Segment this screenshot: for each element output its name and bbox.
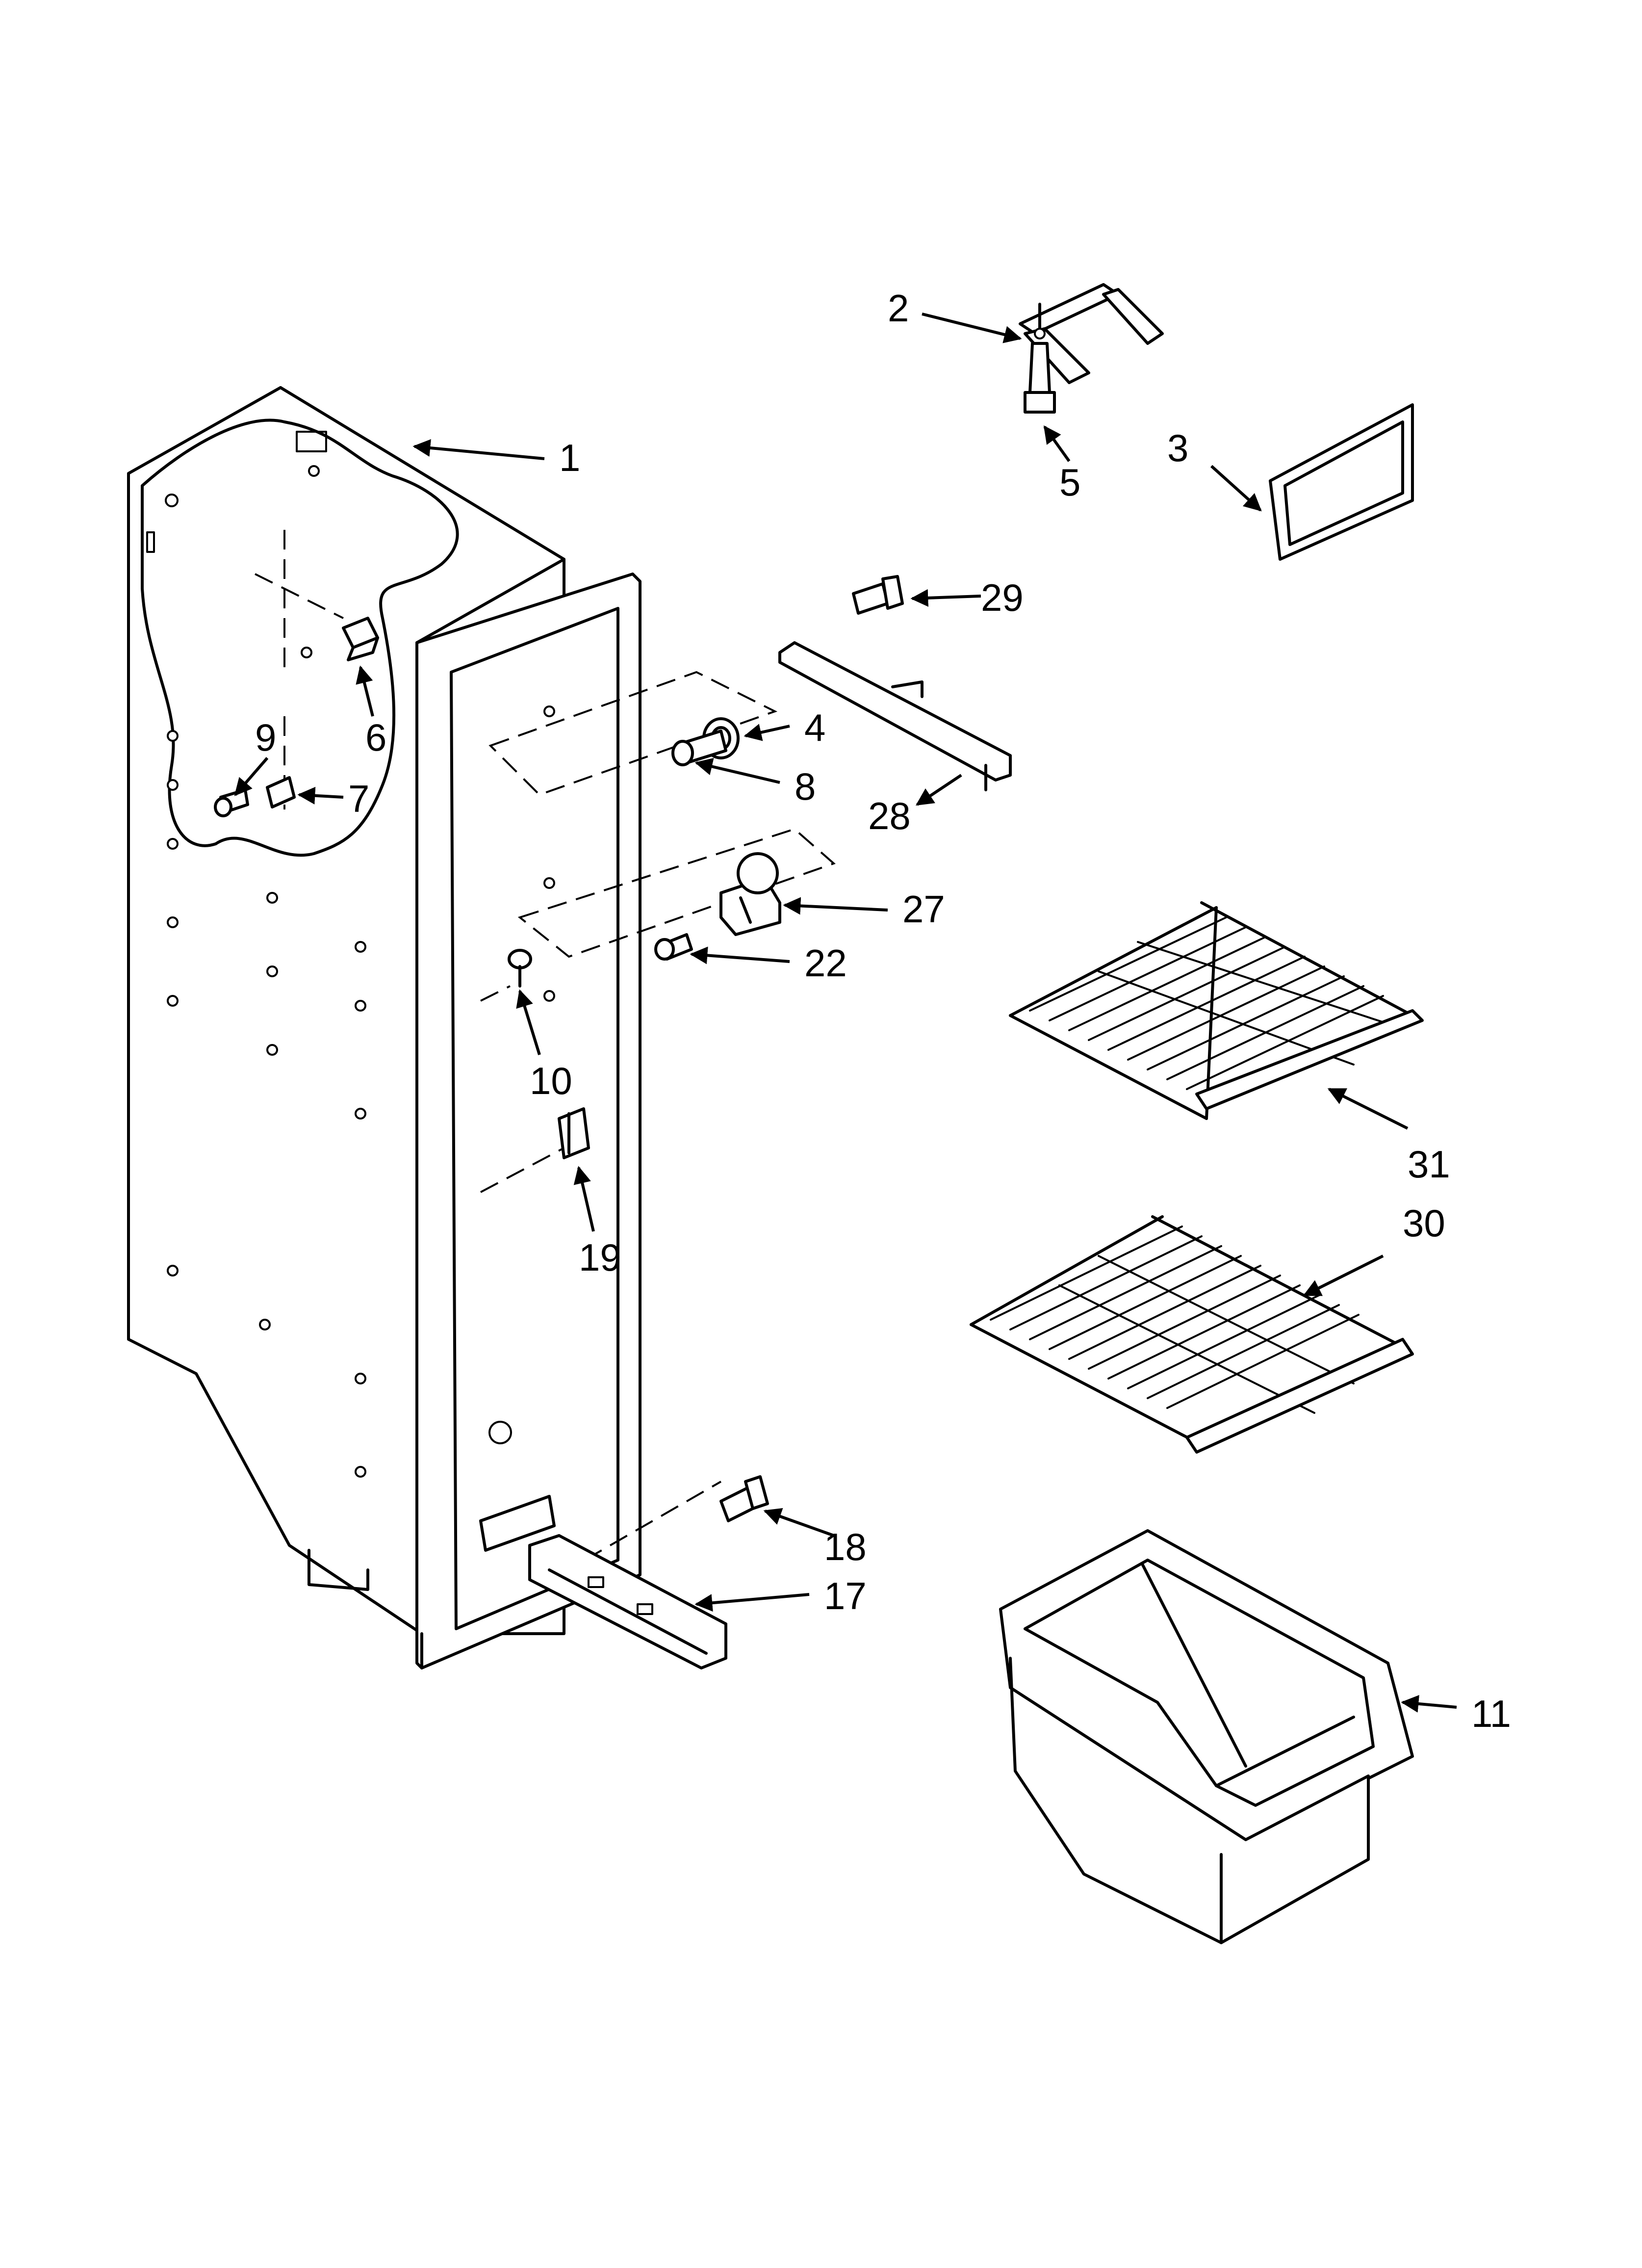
callout-27: 27 (902, 887, 945, 931)
callout-30: 30 (1403, 1201, 1445, 1245)
pin-part-10 (508, 949, 532, 988)
callout-2: 2 (888, 287, 909, 330)
callout-4: 4 (804, 706, 825, 749)
callout-6: 6 (365, 716, 386, 759)
clip-part-7-9 (214, 776, 296, 817)
callout-8: 8 (795, 765, 816, 808)
callout-19: 19 (579, 1236, 621, 1279)
screw-part-5 (1024, 342, 1056, 414)
callout-5: 5 (1059, 461, 1080, 504)
leader-lines (234, 313, 1457, 1713)
callout-1: 1 (559, 436, 580, 479)
callout-17: 17 (824, 1574, 867, 1617)
rail-part-28 (778, 641, 1012, 791)
screw-part-22 (654, 933, 693, 961)
cabinet-liner (127, 386, 836, 1669)
callout-29: 29 (981, 576, 1024, 619)
switch-part-19 (558, 1107, 590, 1159)
clip-part-6 (342, 617, 379, 661)
callout-11: 11 (1471, 1692, 1511, 1735)
callout-22: 22 (804, 941, 847, 985)
callout-18: 18 (824, 1525, 867, 1568)
callout-7: 7 (348, 777, 369, 820)
hinge-part-27 (719, 852, 781, 936)
bracket-part-17 (528, 1534, 727, 1669)
wire-shelf-30 (970, 1215, 1414, 1454)
callout-3: 3 (1167, 426, 1188, 469)
callout-28: 28 (868, 794, 911, 837)
callout-labels: 1 2 3 4 5 6 7 8 9 10 11 17 18 19 22 27 2… (255, 287, 1511, 1735)
callout-31: 31 (1408, 1143, 1450, 1186)
storage-bin (999, 1529, 1414, 1944)
screw-part-18 (719, 1475, 769, 1522)
hinge-part-4-8 (671, 717, 740, 766)
wire-shelf-31 (1009, 901, 1424, 1120)
screw-part-29 (852, 575, 904, 615)
callout-10: 10 (530, 1059, 572, 1102)
callout-9: 9 (255, 716, 276, 759)
panel-part-3 (1269, 403, 1414, 561)
